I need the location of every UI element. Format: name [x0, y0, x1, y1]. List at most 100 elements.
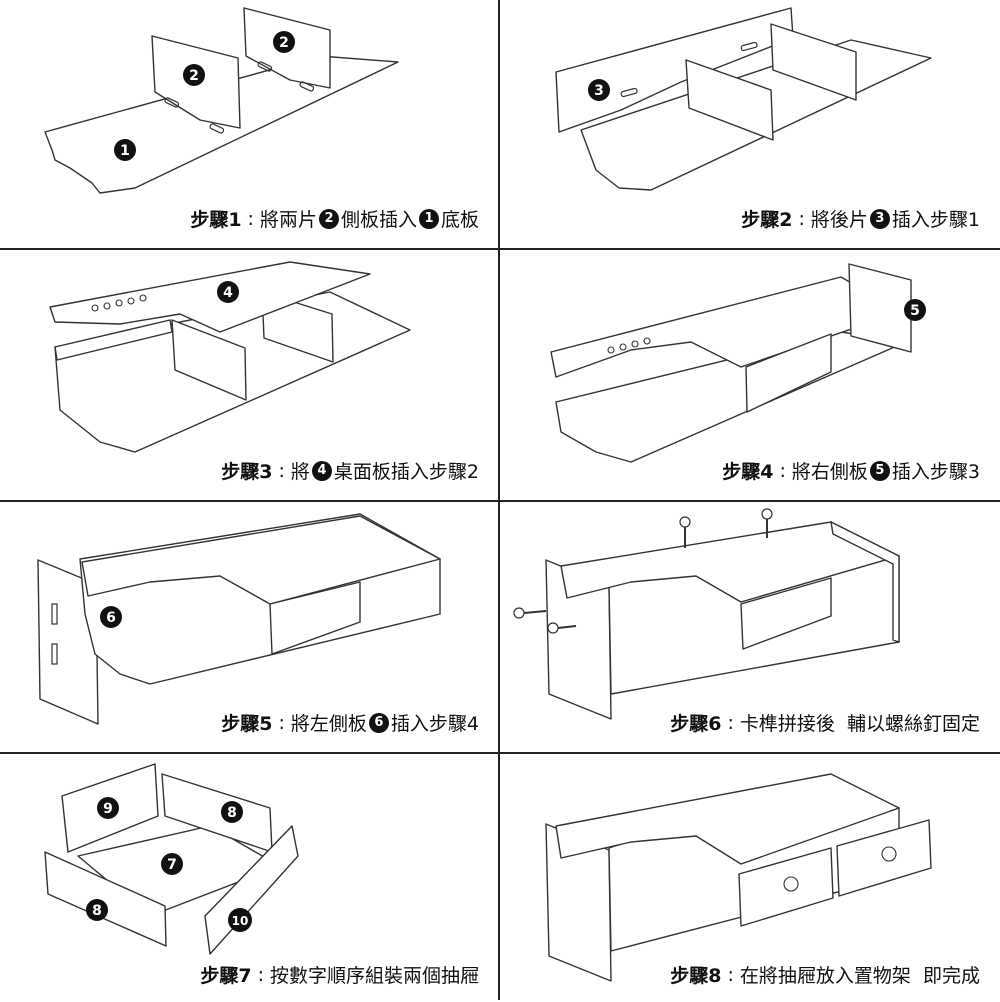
separator: :	[278, 459, 285, 482]
step-5-panel: 6 步驟5 : 將左側板 6 插入步驟4	[0, 504, 497, 750]
part-badge-4: 4	[217, 281, 239, 303]
separator: :	[727, 711, 734, 734]
step-caption: 步驟4 : 將右側板 5 插入步驟3	[722, 457, 980, 484]
desk-hole	[139, 294, 147, 302]
caption-text: 側板插入	[340, 209, 417, 231]
desk-hole	[631, 340, 639, 348]
svg-text:3: 3	[594, 83, 604, 99]
drawer-handle	[881, 846, 897, 862]
part-badge-2-left: 2	[183, 64, 205, 86]
step-6-panel: 步驟6 : 卡榫拼接後 輔以螺絲釘固定	[501, 504, 998, 750]
inner-divider-left	[171, 319, 247, 401]
inner-divider	[745, 333, 832, 413]
left-side-board	[37, 559, 99, 725]
step-label: 步驟2	[741, 209, 793, 231]
caption-text: 插入步驟3	[891, 461, 980, 483]
separator: :	[278, 711, 285, 734]
right-side-board	[848, 263, 912, 353]
base-slot	[164, 97, 180, 108]
svg-text:8: 8	[227, 805, 237, 821]
step-caption: 步驟3 : 將 4 桌面板插入步驟2	[221, 457, 479, 484]
svg-text:10: 10	[232, 914, 249, 928]
grid-divider-horizontal	[0, 248, 1000, 250]
desktop-board	[49, 261, 371, 333]
side-slot	[51, 643, 58, 665]
step-label: 步驟4	[722, 461, 774, 483]
caption-text: 將右側板	[791, 461, 868, 483]
drawer-handle	[783, 876, 799, 892]
grid-divider-horizontal	[0, 752, 1000, 754]
base-slot	[209, 123, 225, 134]
caption-text: 插入步驟1	[891, 209, 980, 231]
step-2-illustration: 3	[555, 7, 932, 191]
part-badge-9: 9	[97, 797, 119, 819]
step-8-illustration	[545, 773, 932, 982]
caption-text: 將左側板	[290, 713, 367, 735]
svg-text:2: 2	[279, 35, 289, 51]
step-label: 步驟5	[221, 713, 273, 735]
screw-icon	[679, 516, 691, 548]
drawer-front	[44, 851, 167, 947]
part-badge-6: 6	[100, 606, 122, 628]
step-2-panel: 3 步驟2 : 將後片 3 插入步驟1	[501, 0, 998, 246]
caption-text: 插入步驟4	[390, 713, 479, 735]
part-badge: 4	[311, 460, 332, 481]
part-badge-7: 7	[161, 853, 183, 875]
box-front-edge	[54, 319, 173, 361]
caption-text: 按數字順序組裝兩個抽屜	[269, 965, 479, 987]
back-slot	[740, 41, 758, 52]
part-badge: 6	[368, 712, 389, 733]
drawer-left	[738, 847, 834, 927]
grid-divider-horizontal	[0, 500, 1000, 502]
part-badge-8-bottom: 8	[86, 899, 108, 921]
svg-text:4: 4	[223, 285, 233, 301]
svg-text:8: 8	[92, 903, 102, 919]
step-6-illustration	[513, 508, 900, 720]
step-caption: 步驟7 : 按數字順序組裝兩個抽屜	[200, 961, 479, 988]
part-badge: 2	[318, 208, 339, 229]
desk-hole	[91, 304, 99, 312]
caption-text: 將兩片	[259, 209, 317, 231]
caption-text: 桌面板插入步驟2	[333, 461, 479, 483]
desk-hole	[607, 346, 615, 354]
svg-text:1: 1	[120, 143, 130, 159]
step-label: 步驟7	[200, 965, 252, 987]
side-board-right	[770, 23, 857, 101]
svg-text:7: 7	[167, 857, 177, 873]
desktop-board	[555, 773, 900, 865]
step-label: 步驟3	[221, 461, 273, 483]
side-board-left	[685, 59, 774, 141]
part-badge: 1	[418, 208, 439, 229]
desk-hole	[115, 299, 123, 307]
step-caption: 步驟8 : 在將抽屜放入置物架 即完成	[670, 961, 980, 988]
part-badge-5: 5	[904, 299, 926, 321]
caption-text: 將後片	[810, 209, 868, 231]
desk-hole	[127, 297, 135, 305]
svg-text:6: 6	[106, 610, 116, 626]
separator: :	[798, 207, 805, 230]
part-badge-10: 10	[228, 908, 252, 932]
base-slot	[257, 61, 273, 72]
caption-text: 在將抽屜放入置物架 即完成	[739, 965, 980, 987]
part-badge-1: 1	[114, 139, 136, 161]
step-label: 步驟1	[190, 209, 242, 231]
side-slot	[51, 603, 58, 625]
step-4-panel: 5 步驟4 : 將右側板 5 插入步驟3	[501, 252, 998, 498]
part-badge: 3	[869, 208, 890, 229]
inner-divider	[269, 581, 361, 655]
caption-text: 底板	[440, 209, 479, 231]
drawer-right	[836, 819, 932, 897]
step-caption: 步驟6 : 卡榫拼接後 輔以螺絲釘固定	[670, 709, 980, 736]
svg-text:5: 5	[910, 303, 920, 319]
separator: :	[727, 963, 734, 986]
step-5-illustration: 6	[37, 513, 441, 725]
step-caption: 步驟1 : 將兩片 2 側板插入 1 底板	[190, 205, 479, 232]
step-7-illustration: 7 8 8 9 10	[44, 763, 299, 955]
back-slot	[620, 87, 638, 98]
step-caption: 步驟5 : 將左側板 6 插入步驟4	[221, 709, 479, 736]
caption-text: 將	[290, 461, 310, 483]
part-badge: 5	[869, 460, 890, 481]
step-1-panel: 1 2 2 步驟1 : 將兩片 2 側板插入 1 底板	[0, 0, 497, 246]
step-4-illustration: 5	[550, 263, 926, 463]
svg-text:9: 9	[103, 801, 113, 817]
